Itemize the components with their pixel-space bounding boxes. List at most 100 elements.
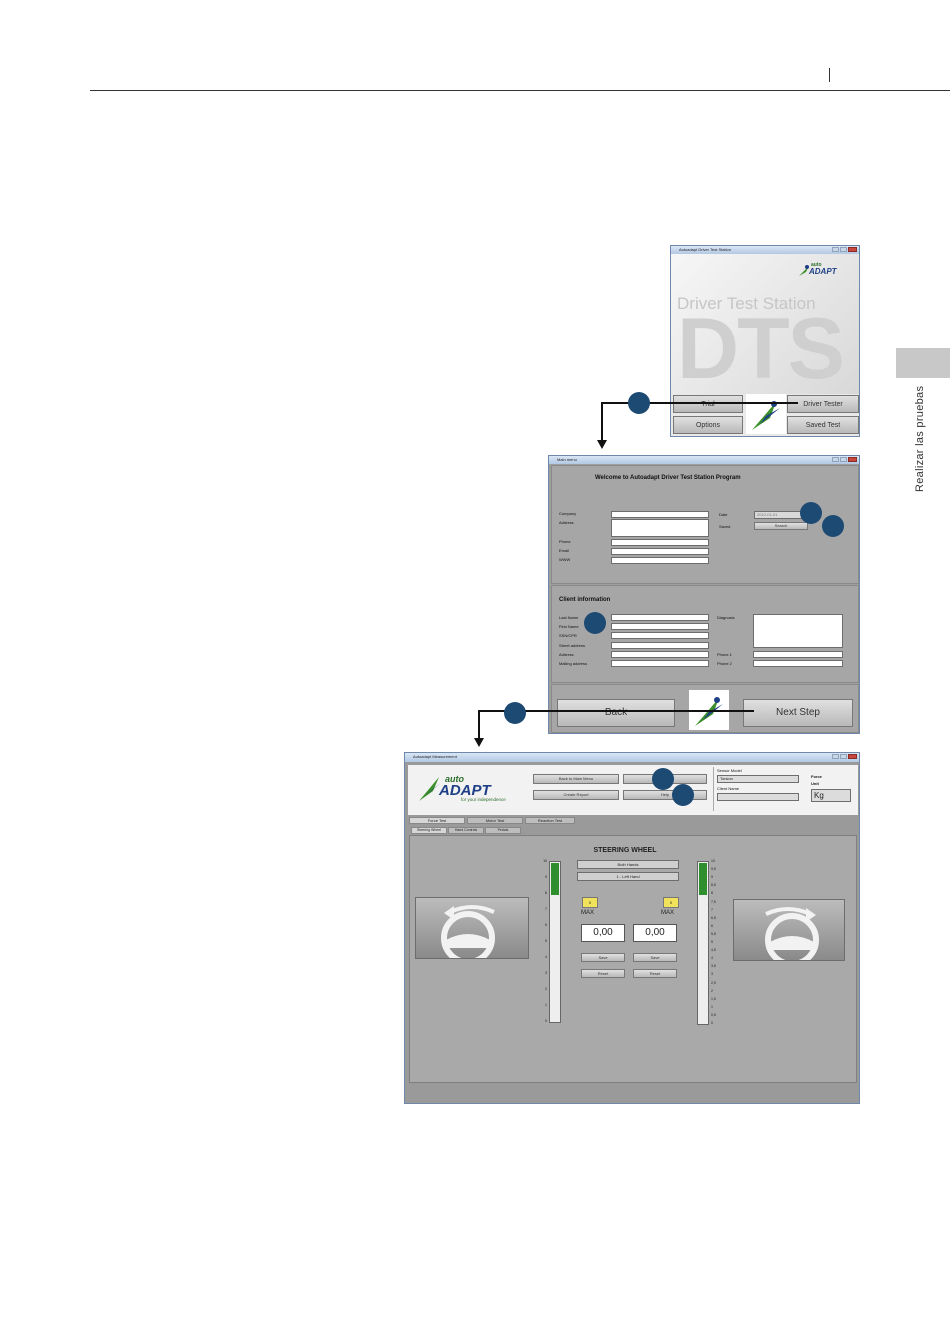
welcome-heading: Welcome to Autoadapt Driver Test Station… [595, 475, 741, 481]
callout-2 [800, 502, 822, 524]
options-button[interactable]: Options [673, 416, 743, 434]
splash-watermark: DTS [677, 301, 845, 397]
gauge-tick-label: 9,5 [711, 867, 716, 872]
callout-5 [504, 702, 526, 724]
gauge-tick-label: 4,5 [711, 948, 716, 953]
email-field[interactable] [611, 548, 709, 555]
address-field[interactable] [611, 519, 709, 537]
create-report-button[interactable]: Create Report [533, 790, 619, 800]
window-controls[interactable] [831, 247, 857, 253]
search-button[interactable]: Search [754, 522, 808, 530]
tab-force-test[interactable]: Force Test [409, 817, 465, 824]
phone2-label: Phone 2 [717, 661, 732, 666]
reset-left-button[interactable]: Reset [581, 969, 625, 978]
minimize-icon[interactable] [832, 247, 839, 252]
gauge-tick-label: 8,5 [711, 883, 716, 888]
start-window: Autoadapt Driver Test Station DTS Driver… [670, 245, 860, 437]
street-address-label: Street address [559, 643, 586, 648]
save-right-button[interactable]: Save [633, 953, 677, 962]
steering-title: STEERING WHEEL [593, 847, 657, 854]
next-step-button[interactable]: Next Step [743, 699, 853, 727]
center-logo-tile [746, 394, 786, 434]
subtab-pedals[interactable]: Pedals [485, 827, 521, 834]
splash-title: Driver Test Station [677, 294, 816, 313]
subtab-steering-wheel[interactable]: Steering Wheel [411, 827, 447, 834]
gauge-tick-label: 7 [711, 907, 713, 912]
connector-1-vertical [601, 402, 603, 442]
gauge-tick-label: 6 [711, 923, 713, 928]
gauge-tick-label: 0 [711, 1021, 713, 1025]
gauge-tick-label: 6 [545, 923, 547, 927]
close-icon[interactable] [848, 247, 857, 252]
hands-select[interactable]: Both Hands [577, 860, 679, 869]
gauge-tick-label: 0,5 [711, 1012, 716, 1017]
window-controls[interactable] [831, 754, 857, 760]
minimize-icon[interactable] [832, 457, 839, 462]
diagnosis-field[interactable] [753, 614, 843, 648]
date-label: Date [719, 512, 728, 517]
side-tab-marker [896, 348, 950, 378]
first-name-label: First Name [559, 624, 579, 629]
phone2-field[interactable] [753, 660, 843, 667]
help-button[interactable]: Help [623, 790, 707, 800]
gauge-tick-label: 5 [711, 940, 713, 944]
www-field[interactable] [611, 557, 709, 564]
gauge-tick-label: 3,5 [711, 964, 716, 969]
back-to-main-menu-button[interactable]: Back to Main Menu [533, 774, 619, 784]
measurement-logo: auto ADAPT for your independence [417, 773, 527, 805]
steering-wheel-right-icon [765, 907, 819, 967]
save-left-button[interactable]: Save [581, 953, 625, 962]
first-name-field[interactable] [611, 623, 709, 630]
phone-label: Phone [559, 539, 571, 544]
tab-motor-test[interactable]: Motor Test [467, 817, 523, 824]
measurement-header [407, 764, 859, 816]
header-separator [713, 767, 714, 811]
back-button[interactable]: Back [557, 699, 675, 727]
minimize-icon[interactable] [832, 754, 839, 759]
street-address-field[interactable] [611, 642, 709, 649]
steering-wheel-left-icon [441, 905, 495, 965]
driver-tester-button[interactable]: Driver Tester [787, 395, 859, 413]
gauge-tick-label: 7,5 [711, 899, 716, 904]
maximize-icon[interactable] [840, 247, 847, 252]
last-name-field[interactable] [611, 614, 709, 621]
address2-field[interactable] [611, 651, 709, 658]
trial-button[interactable]: Trial [673, 395, 743, 413]
maximize-icon[interactable] [840, 754, 847, 759]
right-max-label: MAX [661, 910, 675, 916]
right-gauge [697, 861, 709, 1025]
maximize-icon[interactable] [840, 457, 847, 462]
gauge-tick-label: 1 [545, 1003, 547, 1007]
close-icon[interactable] [848, 457, 857, 462]
tab-reaction-test[interactable]: Reaction Test [525, 817, 575, 824]
phone1-field[interactable] [753, 651, 843, 658]
gauge-tick-label: 1 [711, 1004, 713, 1009]
autoadapt-figure-icon [695, 697, 723, 726]
subtab-hand-controls[interactable]: Hand Controls [448, 827, 484, 834]
gauge-tick-label: 5 [545, 939, 547, 943]
reset-right-button[interactable]: Reset [633, 969, 677, 978]
ssn-field[interactable] [611, 632, 709, 639]
gauge-tick-label: 3 [711, 972, 713, 977]
window-controls[interactable] [831, 457, 857, 463]
sensor-model-field: Torsion [717, 775, 799, 783]
side-tab-label: Realizar las pruebas [914, 385, 926, 492]
gauge-tick-label: 5,5 [711, 931, 716, 936]
header-rule [90, 90, 950, 91]
connector-1-horizontal [601, 402, 798, 404]
close-icon[interactable] [848, 754, 857, 759]
measurement-titlebar: Autoadapt Measurement [405, 753, 859, 762]
last-name-label: Last Name [559, 615, 579, 620]
company-field[interactable] [611, 511, 709, 518]
gauge-tick-label: 4 [711, 956, 713, 961]
client-name-field [717, 793, 799, 801]
mailing-address-field[interactable] [611, 660, 709, 667]
left-gauge [549, 861, 561, 1023]
callout-6 [652, 768, 674, 790]
hand-side-select[interactable]: 1 - Left Hand [577, 872, 679, 881]
gauge-tick-label: 6,5 [711, 915, 716, 920]
saved-test-button[interactable]: Saved Test [787, 416, 859, 434]
main-menu-window: Main menu Welcome to Autoadapt Driver Te… [548, 455, 860, 734]
phone-field[interactable] [611, 539, 709, 546]
